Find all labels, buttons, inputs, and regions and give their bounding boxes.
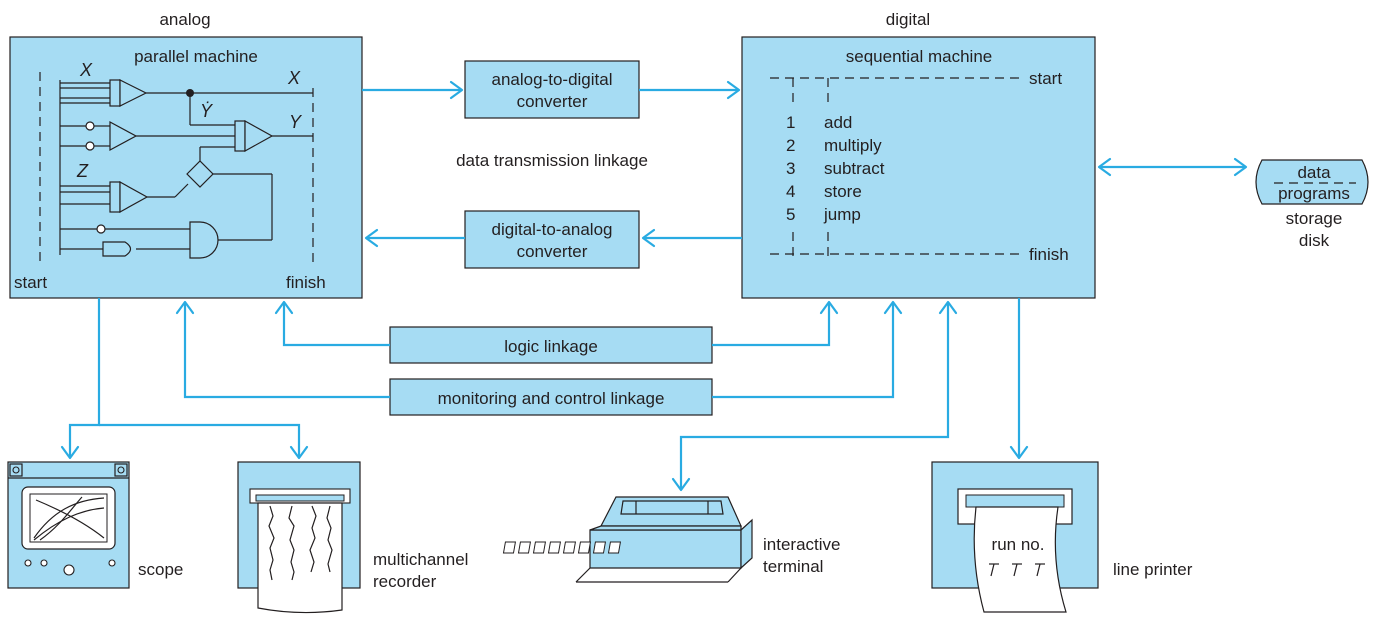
printout-text: run no. <box>992 535 1045 554</box>
adc-label-line2: converter <box>517 92 588 111</box>
program-step-number: 1 <box>786 113 795 132</box>
program-step-op: multiply <box>824 136 882 155</box>
var-z-label: Z <box>76 161 89 181</box>
storage-data-label: data <box>1297 163 1331 182</box>
program-step-number: 2 <box>786 136 795 155</box>
sequential-machine-title: sequential machine <box>846 47 992 66</box>
storage-disk-icon: data programs <box>1255 159 1369 205</box>
program-step-number: 5 <box>786 205 795 224</box>
monitoring-linkage-label: monitoring and control linkage <box>438 389 665 408</box>
digital-heading: digital <box>886 10 930 29</box>
scope-icon <box>7 461 130 589</box>
program-step-number: 3 <box>786 159 795 178</box>
dac-box: digital-to-analog converter <box>464 210 640 269</box>
var-x-output-label: X <box>287 68 301 88</box>
sequential-machine-box: sequential machine start finish 1 add 2 … <box>741 36 1096 299</box>
terminal-label-line1: interactive <box>763 535 840 554</box>
logic-linkage-label: logic linkage <box>504 337 598 356</box>
var-y-dot-label: Ẏ <box>200 101 214 121</box>
line-printer-label: line printer <box>1113 560 1193 579</box>
parallel-machine-title: parallel machine <box>134 47 258 66</box>
var-y-label: Y <box>289 112 303 132</box>
monitoring-linkage-box: monitoring and control linkage <box>389 378 713 416</box>
terminal-icon <box>502 496 753 583</box>
storage-caption-line2: disk <box>1299 231 1330 250</box>
program-step-number: 4 <box>786 182 795 201</box>
dac-label-line2: converter <box>517 242 588 261</box>
program-step-op: add <box>824 113 852 132</box>
recorder-icon <box>237 461 361 614</box>
dac-label-line1: digital-to-analog <box>492 220 613 239</box>
terminal-label-line2: terminal <box>763 557 823 576</box>
program-step-op: jump <box>823 205 861 224</box>
program-step-op: subtract <box>824 159 885 178</box>
transmission-label: data transmission linkage <box>456 151 648 170</box>
program-listing: 1 add 2 multiply 3 subtract 4 store 5 ju… <box>786 113 885 224</box>
analog-start-label: start <box>14 273 47 292</box>
recorder-label-line2: recorder <box>373 572 437 591</box>
storage-programs-label: programs <box>1278 184 1350 203</box>
analog-circuit <box>59 79 313 259</box>
digital-finish-label: finish <box>1029 245 1069 264</box>
connector-arrows <box>60 80 1248 492</box>
analog-finish-label: finish <box>286 273 326 292</box>
program-step-op: store <box>824 182 862 201</box>
scope-label: scope <box>138 560 183 579</box>
recorder-label-line1: multichannel <box>373 550 468 569</box>
storage-caption-line1: storage <box>1286 209 1343 228</box>
analog-heading: analog <box>159 10 210 29</box>
digital-start-label: start <box>1029 69 1062 88</box>
logic-linkage-box: logic linkage <box>389 326 713 364</box>
adc-box: analog-to-digital converter <box>464 60 640 119</box>
adc-label-line1: analog-to-digital <box>492 70 613 89</box>
parallel-machine-box: parallel machine start finish X X Ẏ Y Z <box>9 36 363 299</box>
line-printer-icon: run no. <box>931 461 1099 613</box>
var-x-input-label: X <box>79 60 93 80</box>
